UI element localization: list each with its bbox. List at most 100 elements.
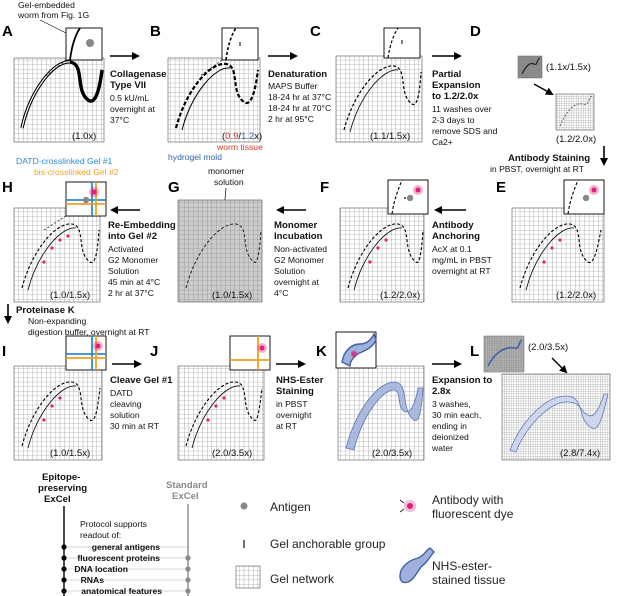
zoom-inset bbox=[229, 335, 271, 371]
mag-h: (1.0/1.5x) bbox=[50, 290, 90, 301]
antibody-dye bbox=[351, 351, 357, 357]
inset-worm-edge bbox=[567, 179, 579, 215]
anchoring-time: overnight at RT bbox=[432, 266, 491, 276]
dye-dot bbox=[206, 418, 210, 422]
dye-dot bbox=[376, 246, 380, 250]
expansion-washes: 3 washes, bbox=[432, 399, 471, 409]
nhs-time: overnight bbox=[276, 410, 312, 420]
mag-i: (1.0/1.5x) bbox=[50, 448, 90, 459]
cleave-time: 30 min at RT bbox=[110, 421, 160, 431]
reembed-title-2: into Gel #2 bbox=[108, 231, 157, 242]
nhs-temp: at RT bbox=[276, 421, 298, 431]
step-reembedding: Re-Embedding into Gel #2 Activated G2 Mo… bbox=[108, 220, 176, 298]
legend-anchor: Gel anchorable group bbox=[270, 537, 386, 551]
step-expansion: Expansion to 2.8x 3 washes, 30 min each,… bbox=[431, 375, 492, 453]
step-nhs-ester: NHS-Ester Staining in PBST overnight at … bbox=[276, 375, 324, 431]
denaturation-buffer: MAPS Buffer bbox=[268, 81, 318, 91]
dye-dot bbox=[222, 396, 226, 400]
panel-g: G monomer solution (1.0/1.5x) bbox=[168, 166, 263, 303]
mag-c: (1.1/1.5x) bbox=[370, 131, 410, 142]
zoom-inset bbox=[65, 27, 103, 61]
legend-antibody: Antibody with bbox=[432, 493, 503, 507]
panel-j: J (2.0/3.5x) bbox=[150, 335, 271, 461]
mag-e: (1.2/2.0x) bbox=[556, 290, 596, 301]
nhs-title-2: Staining bbox=[276, 386, 314, 397]
step-proteinase: Proteinase K Non-expanding digestion buf… bbox=[16, 305, 150, 337]
dye-dot bbox=[214, 404, 218, 408]
incubation-temp: 4°C bbox=[274, 288, 288, 298]
antigen-dot bbox=[406, 194, 414, 202]
gel2-label: bis-crosslinked Gel #2 bbox=[34, 167, 119, 177]
proteinase-buffer: Non-expanding bbox=[28, 316, 87, 326]
readout-dna-location: DNA location bbox=[74, 564, 128, 574]
expansion-ending: ending in bbox=[432, 421, 467, 431]
epitope-preserving-label-3: ExCel bbox=[44, 494, 71, 505]
incubation-nonactivated: Non-activated bbox=[274, 244, 327, 254]
gel-network-icon bbox=[235, 565, 261, 589]
dye-dot bbox=[58, 396, 62, 400]
cleave-cleaving: cleaving bbox=[110, 399, 142, 409]
cleave-solution: solution bbox=[110, 410, 140, 420]
mag-a: (1.0x) bbox=[72, 131, 96, 142]
worm-dashed bbox=[343, 65, 422, 131]
antigen-dot bbox=[86, 39, 94, 47]
partial-title-3: to 1.2/2.0x bbox=[432, 91, 479, 102]
worm-edge bbox=[191, 385, 241, 449]
antibody-staining-desc: in PBST, overnight at RT bbox=[490, 164, 585, 174]
reembed-activated: Activated bbox=[108, 244, 144, 254]
gel1-label: DATD-crosslinked Gel #1 bbox=[16, 156, 113, 166]
protocol-label: Protocol supports bbox=[80, 519, 147, 529]
partial-washes: 11 washes over bbox=[432, 104, 492, 114]
dye-dot bbox=[558, 238, 562, 242]
panel-b: B (0.9/1.2x) worm tissue hydrogel mold bbox=[150, 23, 263, 162]
antigen-dot bbox=[582, 194, 590, 202]
antibody-dye bbox=[415, 187, 421, 193]
legend-readouts: Epitope- preserving ExCel Standard ExCel… bbox=[38, 472, 208, 596]
worm-dashed bbox=[174, 62, 260, 129]
partial-days: 2-3 days to bbox=[432, 115, 475, 125]
reembed-solution: Solution bbox=[108, 266, 139, 276]
legend-antibody-2: fluorescent dye bbox=[432, 507, 514, 521]
antibody-dye bbox=[259, 345, 265, 351]
denaturation-step-2: 18-24 hr at 70°C bbox=[268, 103, 331, 113]
zoom-dash bbox=[43, 215, 67, 231]
expanded-worm bbox=[559, 95, 593, 127]
antibody-arm bbox=[399, 508, 405, 513]
worm-dashed bbox=[21, 381, 101, 447]
solution-label: solution bbox=[214, 177, 244, 187]
epitope-preserving-label-2: preserving bbox=[38, 483, 87, 494]
worm-dashed bbox=[519, 223, 602, 289]
anchoring-title-2: Anchoring bbox=[432, 231, 480, 242]
epi-dot bbox=[61, 577, 67, 583]
incubation-title-2: Incubation bbox=[274, 231, 323, 242]
inset-worm-edge bbox=[391, 179, 403, 215]
dye-dot bbox=[42, 260, 46, 264]
monomer-label: monomer bbox=[208, 166, 244, 176]
expanded-nhs-worm bbox=[509, 393, 609, 453]
antibody-dye bbox=[95, 343, 101, 349]
expansion-title-2: 2.8x bbox=[432, 386, 451, 397]
denaturation-step-1: 18-24 hr at 37°C bbox=[268, 92, 331, 102]
panel-letter-e: E bbox=[496, 179, 506, 196]
cleave-title: Cleave Gel #1 bbox=[110, 375, 173, 386]
panel-letter-c: C bbox=[310, 23, 321, 40]
mag-l-big: (2.8/7.4x) bbox=[560, 448, 600, 459]
antibody-staining-title: Antibody Staining bbox=[508, 153, 590, 164]
worm-edge bbox=[27, 385, 77, 449]
zoom-dash bbox=[45, 59, 67, 77]
hydrogel-mold-label: hydrogel mold bbox=[168, 152, 222, 162]
denaturation-step-3: 2 hr at 95°C bbox=[268, 114, 314, 124]
dye-dot bbox=[50, 246, 54, 250]
dye-dot bbox=[384, 238, 388, 242]
dye-dot bbox=[58, 238, 62, 242]
arrow-expand bbox=[533, 83, 554, 95]
worm-edge bbox=[525, 227, 575, 291]
step-antibody-anchoring: Antibody Anchoring AcX at 0.1 mg/mL in P… bbox=[432, 220, 493, 276]
zoom-inset bbox=[65, 335, 107, 371]
panel-letter-a: A bbox=[2, 23, 13, 40]
step-collagenase: Collagenase Type VII 0.5 kU/mL overnight… bbox=[110, 69, 167, 125]
dye-dot bbox=[550, 246, 554, 250]
partial-title-2: Expansion bbox=[432, 80, 481, 91]
legend-nhs-2: stained tissue bbox=[432, 573, 506, 587]
standard-excel-label-2: ExCel bbox=[172, 491, 199, 502]
